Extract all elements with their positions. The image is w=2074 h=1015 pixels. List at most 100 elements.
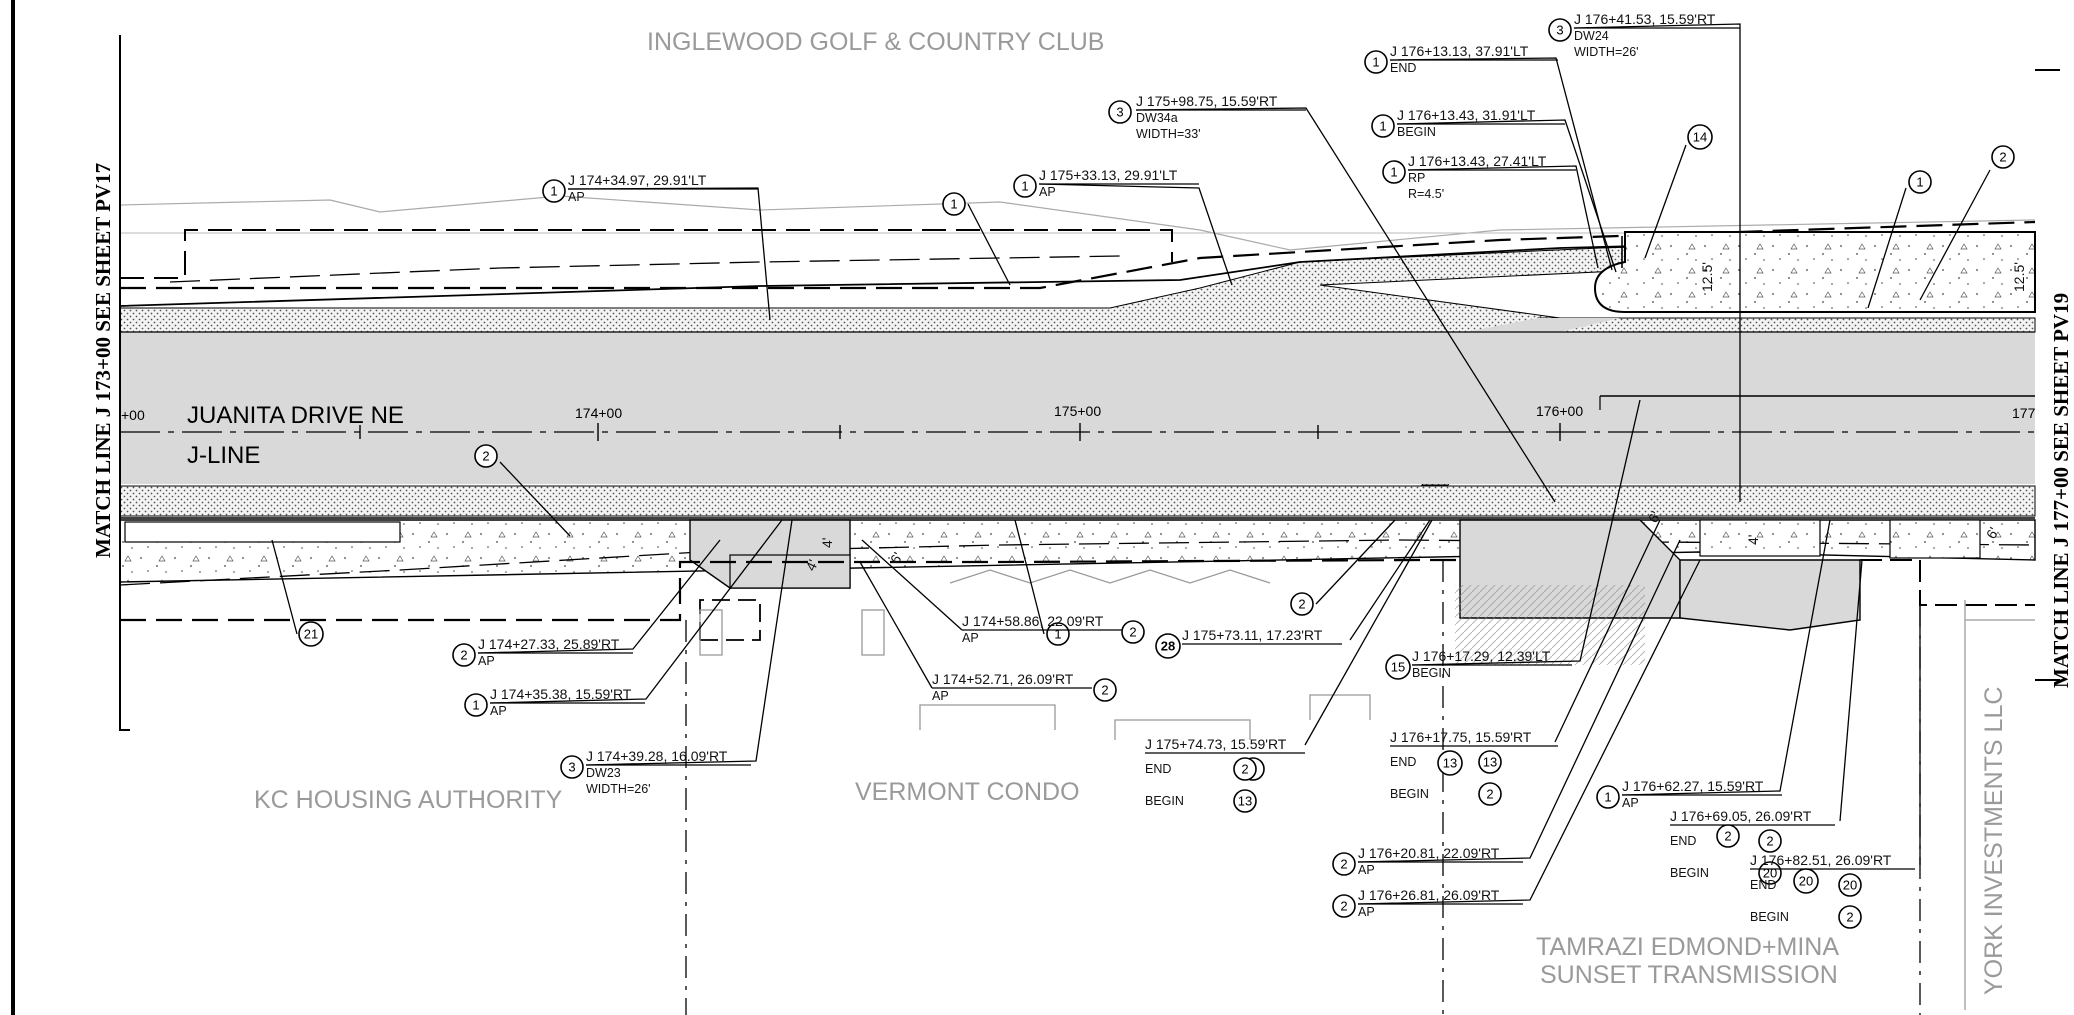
callout-number: 1 [1379, 119, 1386, 134]
callout-bubble [1437, 750, 1463, 776]
callout-leader [1389, 57, 1613, 271]
callout-sub-bubble [1478, 782, 1502, 806]
callout-sub-number: 20 [1843, 878, 1857, 893]
callout-number: 3 [1556, 23, 1563, 38]
callout-leader [1554, 519, 1661, 743]
callout-leader [1644, 144, 1687, 259]
callout-bubble [1332, 852, 1356, 876]
callout-station: J 176+41.53, 15.59'RT [1574, 11, 1716, 27]
callout-number: 2 [1129, 625, 1136, 640]
callout-sub: R=4.5' [1408, 187, 1444, 201]
callout-number: 2 [482, 449, 489, 464]
callout-sub: WIDTH=26' [1574, 45, 1639, 59]
callout-bubble [464, 693, 488, 717]
callout-leader [1014, 519, 1045, 635]
callout: 28J 175+73.11, 17.23'RT [1155, 519, 1431, 659]
south-row-line [120, 558, 1460, 622]
callout-sub-bubble [1838, 905, 1862, 929]
callout-leader [1349, 519, 1431, 641]
callout-number: 1 [550, 184, 557, 199]
roadway-pavement [120, 332, 2035, 484]
callout-sub: BEGIN [1670, 866, 1709, 880]
callout-leader [1411, 399, 1641, 666]
station-label: 177 [2012, 405, 2036, 421]
callout-bubble [1908, 170, 1932, 194]
callout-leader [1867, 187, 1907, 309]
callout: 1 [942, 192, 1011, 286]
callout-sub-number: 2 [1766, 834, 1773, 849]
callout-number: 1 [472, 698, 479, 713]
callout-station: J 174+52.71, 26.09'RT [932, 671, 1074, 687]
callout: 14 [1644, 124, 1713, 259]
match-line-left: MATCH LINE J 173+00 SEE SHEET PV17 [91, 163, 115, 558]
callout-sub: AP [932, 689, 949, 703]
callout-bubble [542, 179, 566, 203]
callout-leader [585, 519, 793, 766]
callout-station: J 174+35.38, 15.59'RT [490, 686, 632, 702]
callout-sub: AP [568, 190, 585, 204]
callout-number: 3 [1116, 105, 1123, 120]
callout-leader [499, 461, 571, 537]
station-ticks [359, 423, 1561, 441]
callout-sub: AP [1358, 905, 1375, 919]
callout-bubble [452, 643, 476, 667]
width-label: 4' [1745, 535, 1761, 545]
alignment-label: J-LINE [187, 442, 260, 469]
callout-station: J 174+58.86, 22.09'RT [962, 613, 1104, 629]
callout-number: 20 [1799, 874, 1813, 889]
callout-bubble [1548, 18, 1572, 42]
road-name: JUANITA DRIVE NE [187, 402, 404, 429]
callout-leader [1315, 519, 1396, 605]
callout-leader [489, 519, 783, 704]
callout-bubble [1093, 678, 1117, 702]
callout-leader [1621, 519, 1831, 796]
callout-number: 21 [304, 627, 318, 642]
callout-bubble [1716, 824, 1740, 848]
callout-station: J 176+82.51, 26.09'RT [1750, 852, 1892, 868]
callout-leader [271, 539, 298, 635]
callout-bubble [942, 192, 966, 216]
callout-sub-number: 13 [1238, 794, 1252, 809]
callout-sub: END [1750, 878, 1776, 892]
callout-sub: AP [478, 654, 495, 668]
callout-leader [1357, 539, 1681, 863]
callout-number: 1 [1021, 179, 1028, 194]
callout-number: 15 [1391, 660, 1405, 675]
station-label: 175+00 [1054, 403, 1101, 419]
callout-number: 14 [1693, 130, 1707, 145]
callout-station: J 175+73.11, 17.23'RT [1182, 627, 1323, 643]
callout-sub-bubble [1233, 757, 1257, 781]
callout: 1 [1867, 170, 1932, 309]
callout-sub: BEGIN [1412, 666, 1451, 680]
callout-station: J 176+69.05, 26.09'RT [1670, 808, 1812, 824]
callout-leader [1396, 119, 1617, 273]
callout-station: J 175+74.73, 15.59'RT [1145, 736, 1287, 752]
callout-number: 1 [1916, 175, 1923, 190]
callout-leader [1038, 183, 1233, 286]
station-label: +00 [121, 407, 145, 423]
callout-sub-bubble [1233, 789, 1257, 813]
match-line-right: MATCH LINE J 177+00 SEE SHEET PV19 [2049, 293, 2073, 688]
callout-station: J 176+20.81, 22.09'RT [1358, 845, 1500, 861]
callout-station: J 175+33.13, 29.91'LT [1039, 167, 1178, 183]
callout-sub: AP [962, 631, 979, 645]
property-lines [685, 560, 1921, 1015]
callout: 1 [1014, 519, 1070, 646]
callout-bubble [474, 444, 498, 468]
callout-sub: WIDTH=26' [586, 782, 651, 796]
callout: 21 [271, 539, 324, 647]
callout-station: J 176+17.75, 15.59'RT [1390, 729, 1532, 745]
callout-sub-bubble [1478, 750, 1502, 774]
callout-bubble [298, 621, 324, 647]
callout-sub: AP [1039, 185, 1056, 199]
